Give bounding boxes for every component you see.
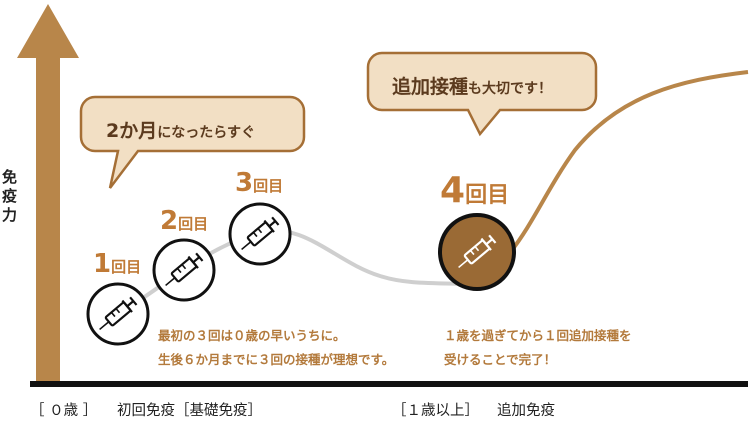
y-axis-label: 免疫力 [2, 168, 18, 224]
syringe-badge-3 [228, 202, 292, 266]
bubble-primary-text: 2か月になったらすぐ [106, 120, 255, 142]
x-label-primary: 初回免疫［基礎免疫］ [117, 403, 262, 419]
syringe-badge-2 [152, 238, 216, 302]
dose-3-label: 3回目 [235, 168, 284, 198]
x-label-age1: ［１歳以上］ [392, 403, 479, 419]
note-booster-line: 受けることで完了！ [444, 352, 557, 367]
x-label-booster: 追加免疫 [497, 403, 555, 419]
syringe-badge-1 [86, 282, 150, 346]
note-primary: 最初の３回は０歳の早いうちに。 生後６か月までに３回の接種が理想です。 [158, 324, 394, 372]
note-booster-line: １歳を過ぎてから１回追加接種を [444, 328, 632, 343]
note-booster: １歳を過ぎてから１回追加接種を 受けることで完了！ [444, 324, 632, 372]
speech-bubble-primary [79, 95, 306, 189]
dose-1-label: 1回目 [93, 249, 142, 279]
syringe-badge-4 [438, 213, 516, 291]
note-primary-line: 最初の３回は０歳の早いうちに。 [158, 328, 346, 343]
x-label-age0: ［ ０歳 ］ [30, 403, 98, 419]
time-axis [30, 381, 748, 387]
dose-4-label: 4回目 [440, 170, 510, 211]
note-primary-line: 生後６か月までに３回の接種が理想です。 [158, 352, 395, 367]
dose-2-label: 2回目 [160, 206, 209, 236]
speech-bubble-booster [366, 51, 598, 137]
immunity-arrow [17, 4, 79, 383]
bubble-booster-text: 追加接種も大切です！ [392, 76, 553, 98]
